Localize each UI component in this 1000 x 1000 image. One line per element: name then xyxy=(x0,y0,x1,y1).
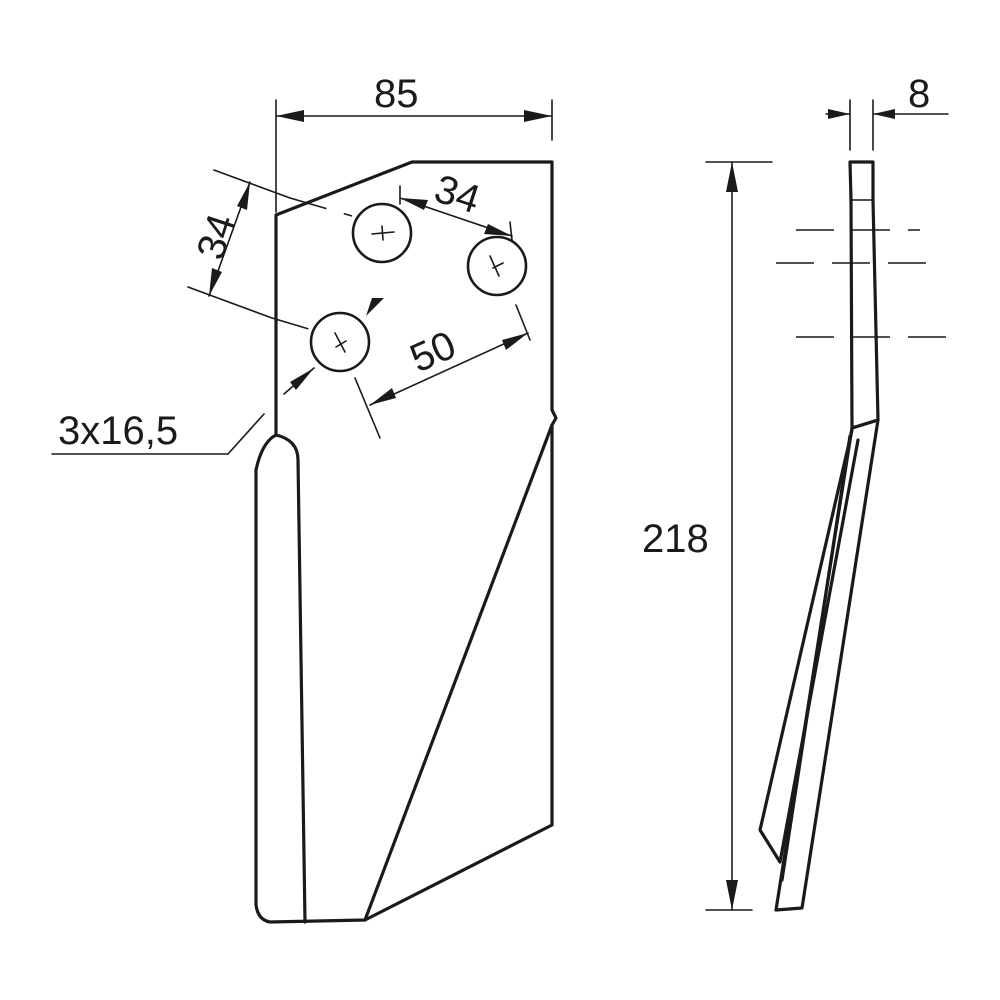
dim-thickness: 8 xyxy=(825,72,949,151)
front-view: 85 34 34 50 xyxy=(51,72,558,924)
side-lower-part xyxy=(774,418,880,912)
dim-height: 218 xyxy=(642,161,773,911)
dim-hole-spacing-top: 34 xyxy=(399,167,513,241)
dim-hole-spacing-diag-label: 34 xyxy=(189,209,245,265)
dim-thickness-label: 8 xyxy=(908,72,930,116)
dim-hole-spacing-top-label: 34 xyxy=(429,167,485,223)
hole-top-left xyxy=(351,202,413,264)
side-bevel xyxy=(758,428,860,864)
side-upper-part xyxy=(848,160,880,430)
dim-height-label: 218 xyxy=(642,517,709,561)
hole-top-right xyxy=(466,235,528,297)
side-view: 218 8 xyxy=(642,72,949,912)
dim-width-label: 85 xyxy=(374,72,419,116)
dim-hole-size: 3x16,5 xyxy=(51,298,384,455)
dim-hole-spacing-bottom: 50 xyxy=(354,304,531,439)
hole-bottom xyxy=(309,311,371,373)
dim-width: 85 xyxy=(275,72,553,213)
blade-flange xyxy=(274,433,307,924)
dim-hole-size-label: 3x16,5 xyxy=(58,409,178,453)
dim-hole-spacing-bottom-label: 50 xyxy=(404,323,463,381)
blade-bevel-edge xyxy=(363,423,554,922)
